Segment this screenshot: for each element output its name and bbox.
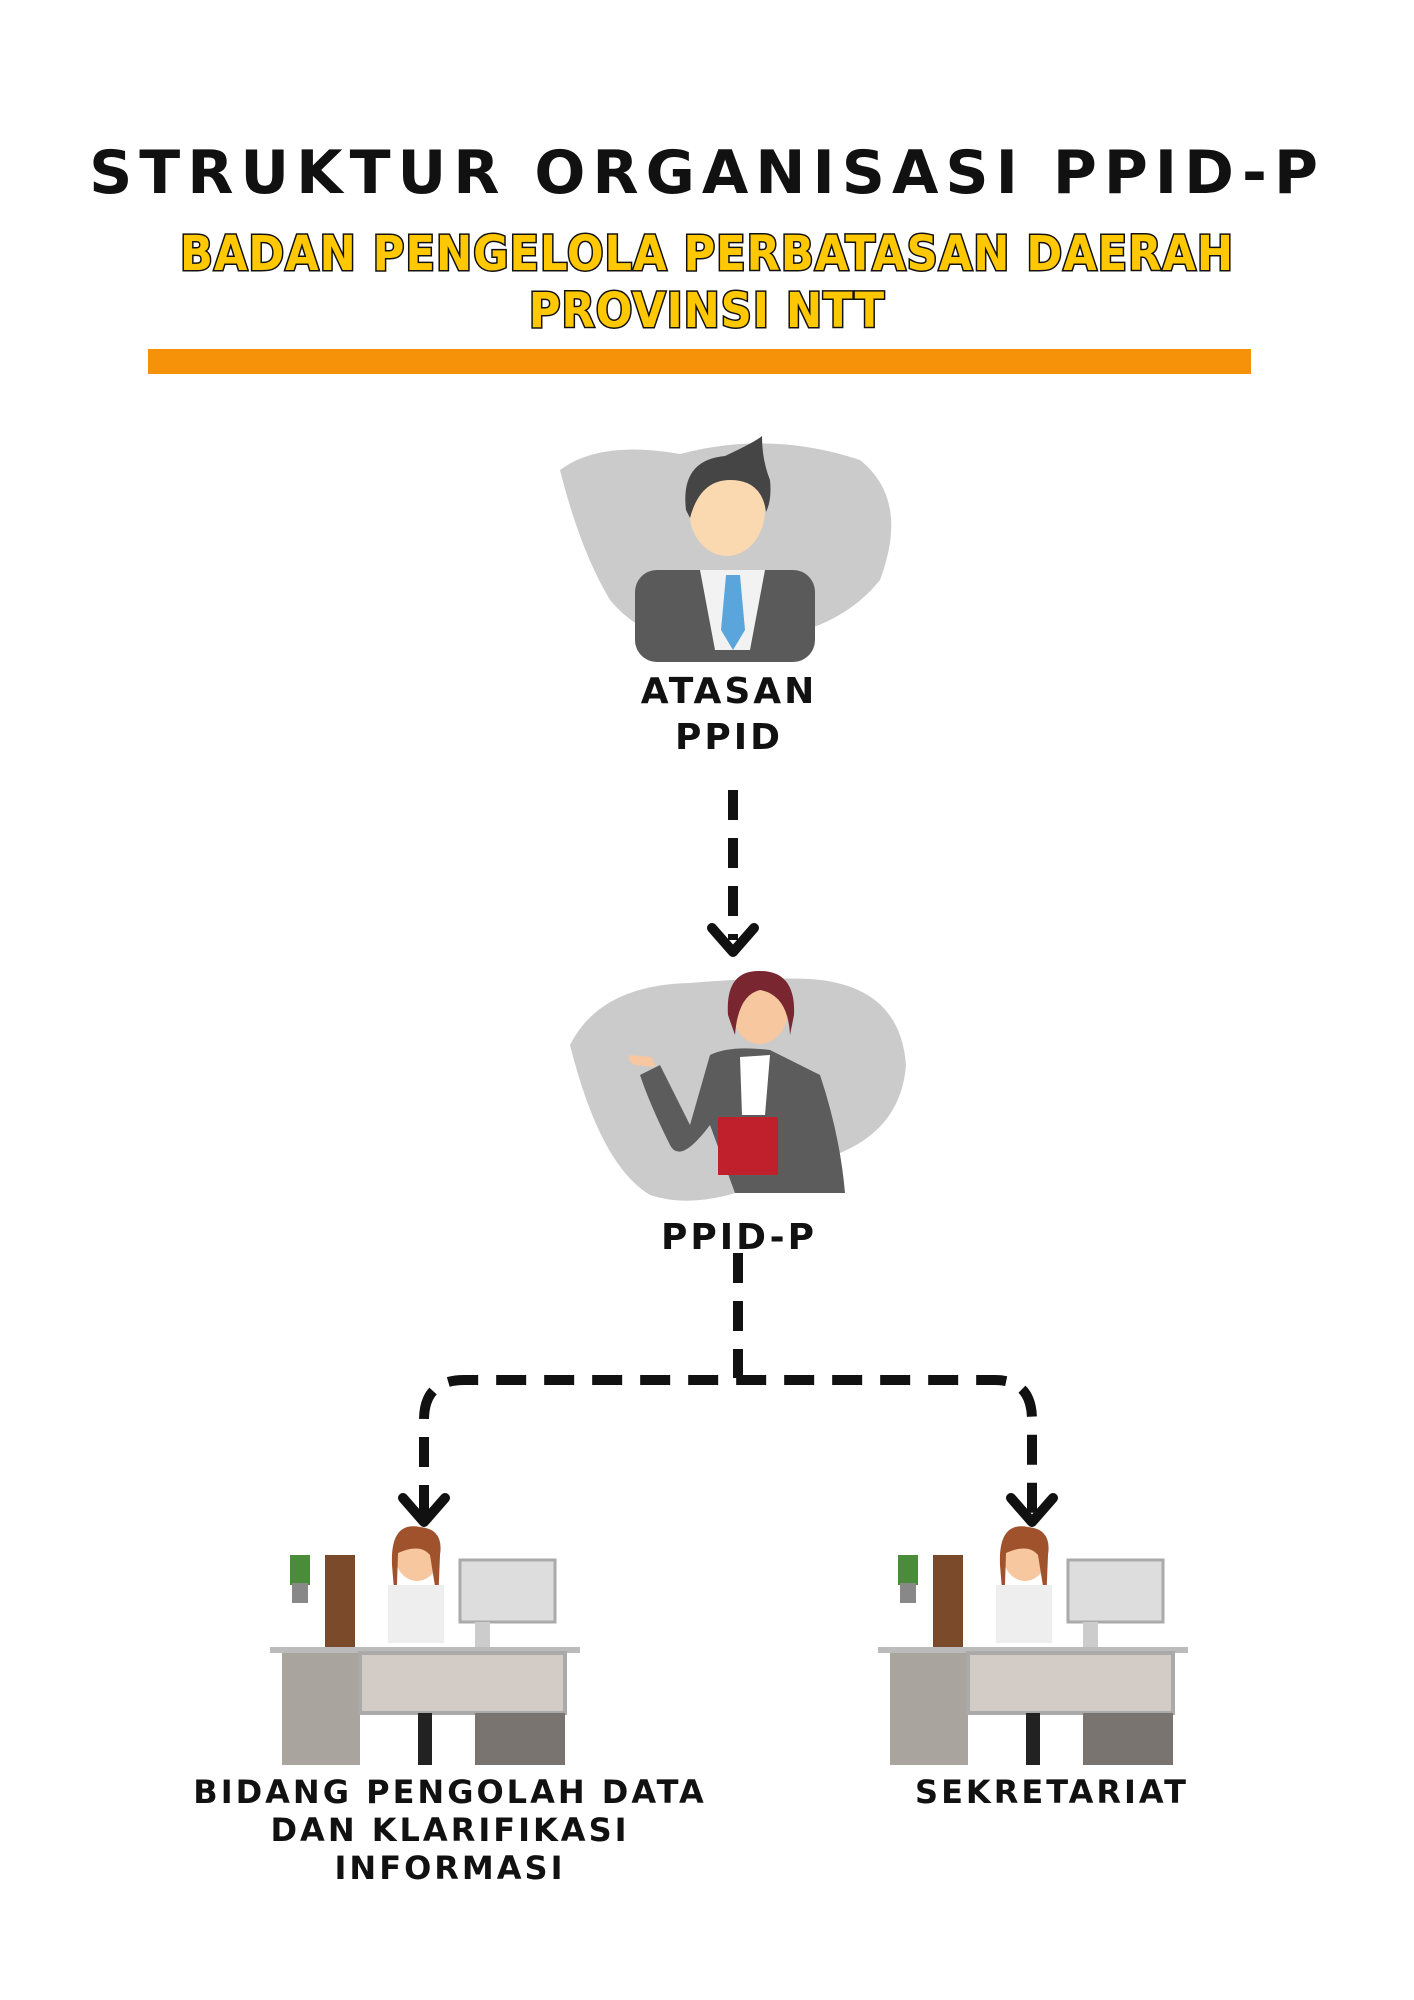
- accent-divider: [148, 349, 1251, 374]
- page-title: STRUKTUR ORGANISASI PPID-P: [89, 138, 1325, 208]
- bidang-illustration: [270, 1526, 580, 1765]
- sekretariat-illustration: [878, 1526, 1188, 1765]
- hair: [727, 970, 795, 1035]
- folder: [718, 1117, 778, 1175]
- ppid-label: PPID-P: [660, 1217, 818, 1258]
- bidang-label-3: INFORMASI: [334, 1849, 566, 1887]
- desk-worker: [878, 1526, 1188, 1765]
- connector-branch: [419, 1375, 1037, 1515]
- subtitle-line-2: PROVINSI NTT: [527, 282, 886, 341]
- hair: [685, 436, 771, 518]
- bidang-label-1: BIDANG PENGOLAH DATA: [193, 1773, 707, 1811]
- bidang-label-2: DAN KLARIFIKASI: [270, 1811, 630, 1849]
- atasan-label-1: ATASAN: [640, 671, 818, 712]
- arrow-down-icon: [707, 923, 759, 957]
- subtitle-line-1: BADAN PENGELOLA PERBATASAN DAERAH: [179, 225, 1235, 284]
- face: [689, 464, 765, 556]
- arrow-down-icon: [398, 1493, 450, 1527]
- ppid-illustration: [570, 970, 906, 1201]
- sekretariat-label: SEKRETARIAT: [915, 1773, 1189, 1811]
- tie: [721, 575, 745, 650]
- atasan-label-2: PPID: [674, 717, 784, 758]
- atasan-illustration: [560, 436, 892, 662]
- arrow-down-icon: [1006, 1493, 1058, 1527]
- desk-worker: [270, 1526, 580, 1765]
